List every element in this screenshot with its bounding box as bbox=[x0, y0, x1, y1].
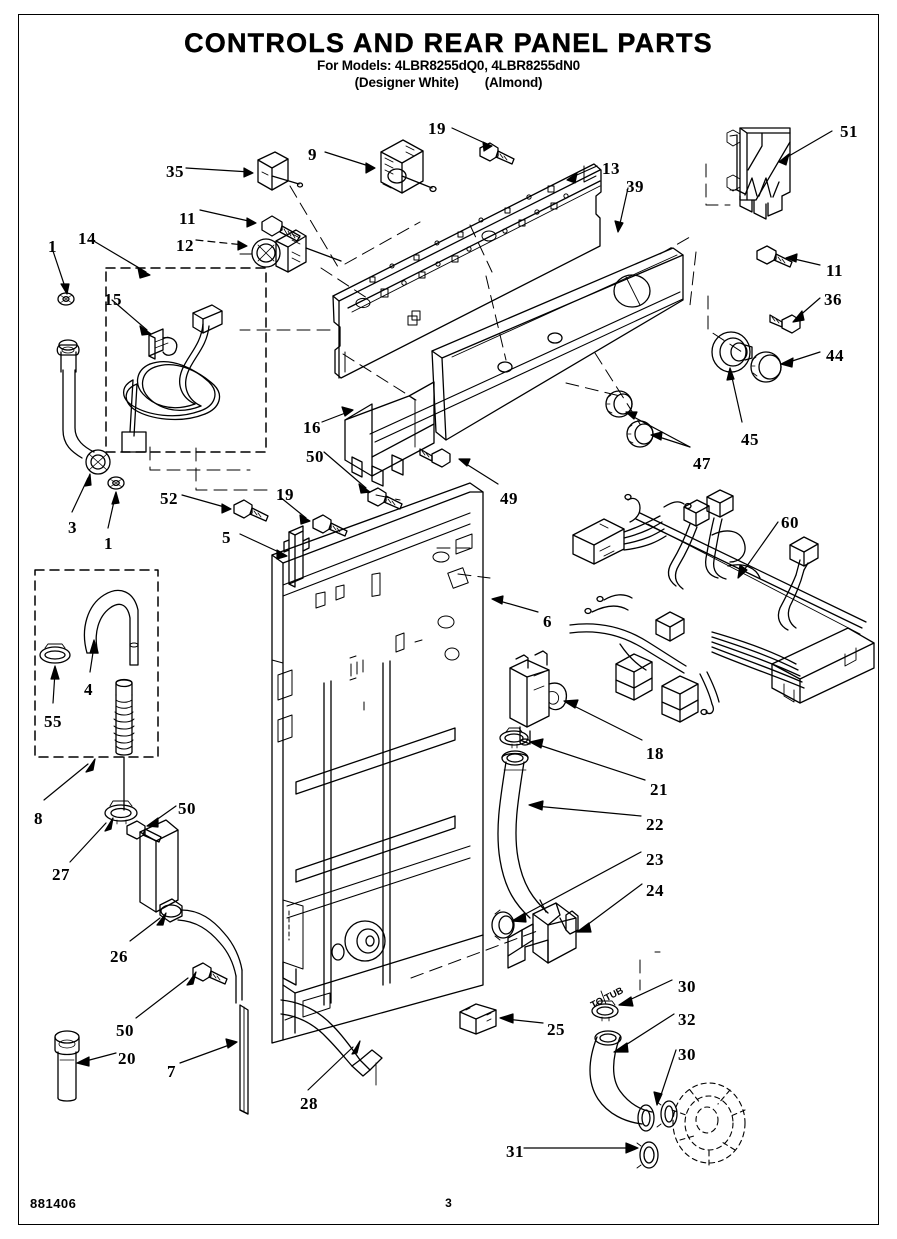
callout-50-mid: 50 bbox=[306, 447, 324, 466]
color-almond: (Almond) bbox=[484, 75, 543, 90]
callout-31: 31 bbox=[506, 1142, 524, 1161]
callout-27: 27 bbox=[52, 865, 70, 884]
callout-11-right: 11 bbox=[826, 261, 844, 280]
model-line: For Models: 4LBR8255dQ0, 4LBR8255dN0 bbox=[317, 58, 580, 73]
callout-16: 16 bbox=[303, 418, 321, 437]
callout-1-lower: 1 bbox=[104, 534, 113, 553]
callout-50-left: 50 bbox=[178, 799, 196, 818]
callout-7: 7 bbox=[167, 1062, 176, 1081]
callout-52: 52 bbox=[160, 489, 178, 508]
callout-23: 23 bbox=[646, 850, 664, 869]
callout-44: 44 bbox=[826, 346, 844, 365]
callout-21: 21 bbox=[650, 780, 668, 799]
callout-8: 8 bbox=[34, 809, 43, 828]
callout-14: 14 bbox=[78, 229, 96, 248]
callout-25: 25 bbox=[547, 1020, 565, 1039]
color-variants: (Designer White) (Almond) bbox=[0, 75, 897, 90]
footer-page-number: 3 bbox=[445, 1196, 452, 1210]
callout-60: 60 bbox=[781, 513, 799, 532]
callout-9: 9 bbox=[308, 145, 317, 164]
callout-36: 36 bbox=[824, 290, 842, 309]
callout-32: 32 bbox=[678, 1010, 696, 1029]
callout-47: 47 bbox=[693, 454, 711, 473]
callout-4: 4 bbox=[84, 680, 93, 699]
callout-39: 39 bbox=[626, 177, 644, 196]
callout-18: 18 bbox=[646, 744, 664, 763]
callout-3: 3 bbox=[68, 518, 77, 537]
page-title: CONTROLS AND REAR PANEL PARTS bbox=[184, 28, 713, 58]
callout-30-lower: 30 bbox=[678, 1045, 696, 1064]
callout-15: 15 bbox=[104, 290, 122, 309]
callout-11-upper: 11 bbox=[179, 209, 197, 228]
callout-26: 26 bbox=[110, 947, 128, 966]
callout-13: 13 bbox=[602, 159, 620, 178]
callout-6: 6 bbox=[543, 612, 552, 631]
callout-12: 12 bbox=[176, 236, 194, 255]
callout-28: 28 bbox=[300, 1094, 318, 1113]
callout-30-upper: 30 bbox=[678, 977, 696, 996]
callout-55: 55 bbox=[44, 712, 62, 731]
callout-24: 24 bbox=[646, 881, 664, 900]
callout-19-top: 19 bbox=[428, 119, 446, 138]
callout-50-bottom: 50 bbox=[116, 1021, 134, 1040]
callout-49: 49 bbox=[500, 489, 518, 508]
color-designer-white: (Designer White) bbox=[354, 75, 459, 90]
callout-5: 5 bbox=[222, 528, 231, 547]
callout-20: 20 bbox=[118, 1049, 136, 1068]
callout-22: 22 bbox=[646, 815, 664, 834]
footer-document-code: 881406 bbox=[30, 1196, 77, 1211]
callout-1-upper: 1 bbox=[48, 237, 57, 256]
callout-19-mid: 19 bbox=[276, 485, 294, 504]
callout-35: 35 bbox=[166, 162, 184, 181]
callout-45: 45 bbox=[741, 430, 759, 449]
page-border bbox=[18, 14, 879, 1225]
callout-51: 51 bbox=[840, 122, 858, 141]
